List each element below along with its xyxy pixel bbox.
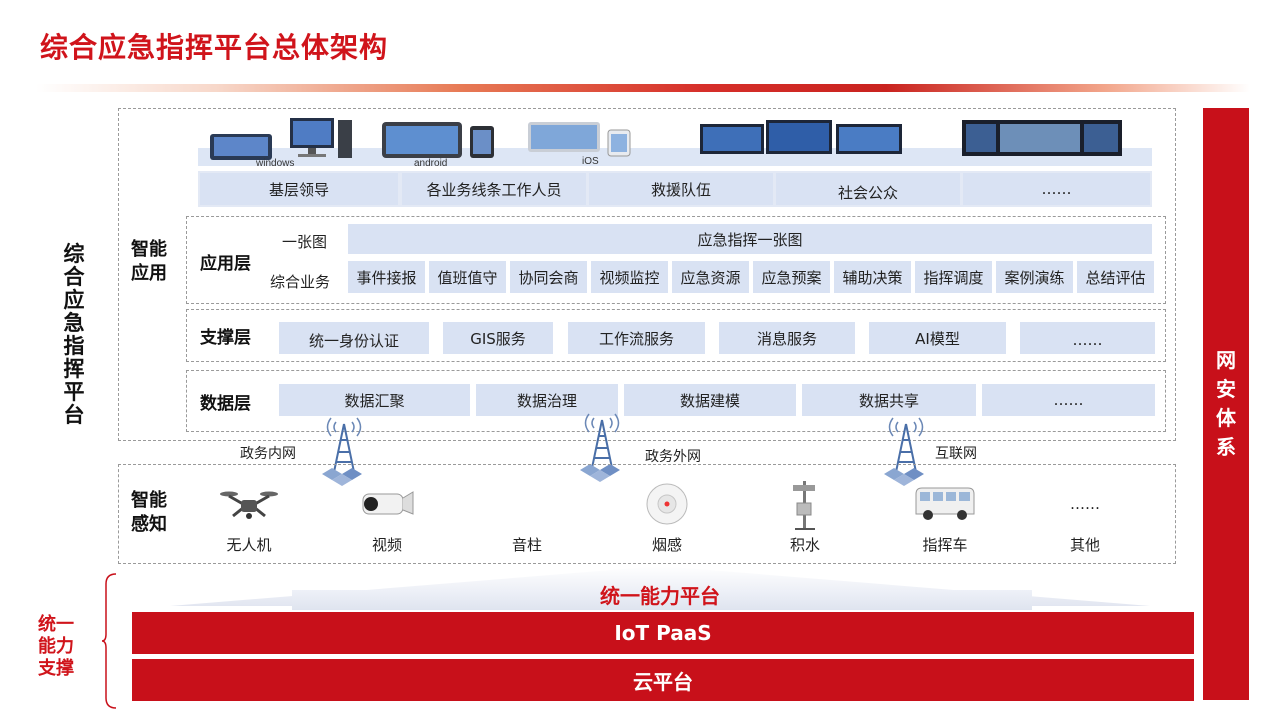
cloud-platform-bar: 云平台 [132, 659, 1194, 701]
network-label: 政务外网 [645, 446, 701, 466]
data-item: 数据建模 [624, 384, 796, 416]
sensor-more: …… [1070, 495, 1100, 513]
support-item: 工作流服务 [568, 322, 705, 354]
business-item: 辅助决策 [834, 261, 911, 293]
support-item: AI模型 [869, 322, 1006, 354]
business-item: 协同会商 [510, 261, 587, 293]
business-item: 指挥调度 [915, 261, 992, 293]
one-map-box: 应急指挥一张图 [348, 224, 1152, 254]
data-item: …… [982, 384, 1155, 416]
left-platform-title: 综合应急指挥平台 [61, 243, 87, 427]
security-title: 网安体系 [1215, 346, 1237, 462]
drone-icon [219, 484, 279, 524]
sensor-water: 积水 [750, 478, 860, 555]
network-label: 互联网 [935, 443, 977, 463]
iot-paas-bar: IoT PaaS [132, 612, 1194, 654]
sensor-other: …… 其他 [1030, 478, 1140, 555]
ios-devices-icon: iOS [526, 114, 646, 166]
video-wall-icon [962, 114, 1122, 160]
device-label-ios: iOS [582, 156, 599, 166]
business-item: 值班值守 [429, 261, 506, 293]
business-label: 综合业务 [270, 271, 330, 292]
sensor-name: 指挥车 [890, 534, 1000, 555]
business-item: 视频监控 [591, 261, 668, 293]
sensor-command-vehicle: 指挥车 [890, 478, 1000, 555]
smart-app-label: 智能应用 [131, 238, 171, 286]
business-item: 应急预案 [753, 261, 830, 293]
security-system-bar: 网安体系 [1203, 108, 1249, 700]
network-label: 政务内网 [240, 443, 296, 463]
user-group: 各业务线条工作人员 [402, 173, 586, 205]
device-label-android: android [414, 158, 447, 166]
sensor-name: 其他 [1030, 534, 1140, 555]
support-item: 消息服务 [719, 322, 855, 354]
smart-sense-label: 智能感知 [131, 489, 171, 537]
user-group: 基层领导 [200, 173, 398, 205]
one-map-label: 一张图 [282, 231, 327, 252]
camera-icon [357, 484, 417, 524]
command-center-screens-icon [698, 114, 908, 160]
water-gauge-icon [785, 477, 825, 531]
user-group: 救援队伍 [589, 173, 773, 205]
sensor-drone: 无人机 [194, 478, 304, 555]
support-item: GIS服务 [443, 322, 553, 354]
command-vehicle-icon [912, 484, 978, 524]
sensor-name: 无人机 [194, 534, 304, 555]
user-group: …… [963, 173, 1150, 205]
business-item: 总结评估 [1077, 261, 1154, 293]
data-item: 数据共享 [802, 384, 976, 416]
sensor-smoke: 烟感 [612, 478, 722, 555]
platform-title: 统一能力平台 [0, 580, 1280, 609]
page-title: 综合应急指挥平台总体架构 [40, 26, 388, 66]
sensor-name: 视频 [332, 534, 442, 555]
business-item: 应急资源 [672, 261, 749, 293]
business-item: 案例演练 [996, 261, 1073, 293]
sensor-name: 积水 [750, 534, 860, 555]
support-title: 统一能力支撑 [34, 614, 78, 680]
title-decor-band [36, 84, 1250, 92]
sensor-name: 音柱 [472, 534, 582, 555]
support-item: 统一身份认证 [279, 322, 429, 354]
support-item: …… [1020, 322, 1155, 354]
sensor-speaker: 音柱 [472, 478, 582, 555]
user-group: 社会公众 [776, 173, 960, 205]
device-label-windows: windows [255, 158, 294, 166]
data-item: 数据汇聚 [279, 384, 470, 416]
sensor-camera: 视频 [332, 478, 442, 555]
sensor-name: 烟感 [612, 534, 722, 555]
windows-devices-icon: windows [206, 114, 356, 166]
data-layer-name: 数据层 [200, 389, 251, 414]
android-devices-icon: android [380, 114, 500, 166]
smoke-detector-icon [642, 481, 692, 527]
app-layer-name: 应用层 [200, 249, 251, 274]
business-item: 事件接报 [348, 261, 425, 293]
support-layer-name: 支撑层 [200, 323, 251, 348]
